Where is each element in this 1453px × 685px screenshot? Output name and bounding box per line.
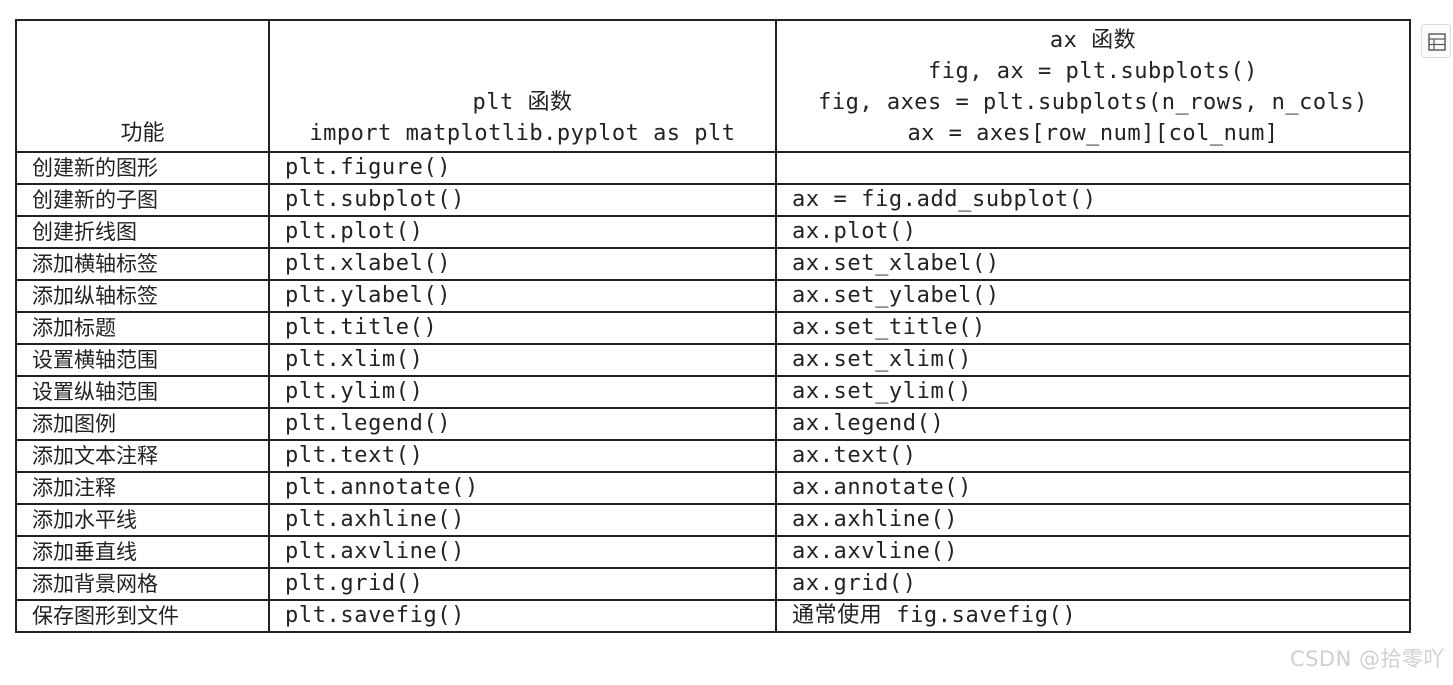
header-ax-line: fig, ax = plt.subplots() bbox=[928, 59, 1258, 84]
header-function: 功能 bbox=[15, 19, 270, 153]
cell-plt: plt.xlim() bbox=[268, 343, 777, 377]
header-ax-line: ax 函数 bbox=[1049, 28, 1137, 53]
table-row: 添加横轴标签 plt.xlabel() ax.set_xlabel() bbox=[15, 247, 1411, 281]
cell-function: 创建新的图形 bbox=[15, 151, 270, 185]
cell-plt: plt.text() bbox=[268, 439, 777, 473]
cell-function: 添加注释 bbox=[15, 471, 270, 505]
table-image-button[interactable] bbox=[1421, 24, 1451, 58]
table-row: 添加注释 plt.annotate() ax.annotate() bbox=[15, 471, 1411, 505]
table-row: 创建折线图 plt.plot() ax.plot() bbox=[15, 215, 1411, 249]
cell-plt: plt.savefig() bbox=[268, 599, 777, 633]
cell-plt: plt.annotate() bbox=[268, 471, 777, 505]
cell-function: 添加横轴标签 bbox=[15, 247, 270, 281]
cell-ax: ax.axvline() bbox=[775, 535, 1411, 569]
table-row: 添加标题 plt.title() ax.set_title() bbox=[15, 311, 1411, 345]
header-plt-line: plt 函数 bbox=[472, 90, 573, 115]
matplotlib-function-table: 功能 plt 函数 import matplotlib.pyplot as pl… bbox=[15, 19, 1411, 633]
header-ax: ax 函数 fig, ax = plt.subplots() fig, axes… bbox=[775, 19, 1411, 153]
cell-function: 添加标题 bbox=[15, 311, 270, 345]
cell-plt: plt.xlabel() bbox=[268, 247, 777, 281]
cell-function: 添加纵轴标签 bbox=[15, 279, 270, 313]
table-row: 添加文本注释 plt.text() ax.text() bbox=[15, 439, 1411, 473]
cell-plt: plt.ylim() bbox=[268, 375, 777, 409]
table-header-row: 功能 plt 函数 import matplotlib.pyplot as pl… bbox=[15, 19, 1411, 153]
header-plt: plt 函数 import matplotlib.pyplot as plt bbox=[268, 19, 777, 153]
table-row: 添加水平线 plt.axhline() ax.axhline() bbox=[15, 503, 1411, 537]
cell-function: 设置横轴范围 bbox=[15, 343, 270, 377]
table-row: 创建新的图形 plt.figure() bbox=[15, 151, 1411, 185]
cell-plt: plt.title() bbox=[268, 311, 777, 345]
cell-ax: ax.set_title() bbox=[775, 311, 1411, 345]
cell-ax: ax.grid() bbox=[775, 567, 1411, 601]
header-ax-line: fig, axes = plt.subplots(n_rows, n_cols) bbox=[818, 90, 1368, 115]
cell-plt: plt.axhline() bbox=[268, 503, 777, 537]
header-ax-line: ax = axes[row_num][col_num] bbox=[907, 121, 1279, 146]
cell-function: 添加水平线 bbox=[15, 503, 270, 537]
cell-plt: plt.figure() bbox=[268, 151, 777, 185]
cell-function: 添加垂直线 bbox=[15, 535, 270, 569]
cell-ax bbox=[775, 151, 1411, 185]
table-row: 添加图例 plt.legend() ax.legend() bbox=[15, 407, 1411, 441]
cell-function: 设置纵轴范围 bbox=[15, 375, 270, 409]
cell-ax: ax.set_xlim() bbox=[775, 343, 1411, 377]
cell-ax: ax.set_ylim() bbox=[775, 375, 1411, 409]
cell-plt: plt.legend() bbox=[268, 407, 777, 441]
cell-function: 添加图例 bbox=[15, 407, 270, 441]
cell-function: 添加文本注释 bbox=[15, 439, 270, 473]
cell-ax: ax.annotate() bbox=[775, 471, 1411, 505]
header-plt-line: import matplotlib.pyplot as plt bbox=[309, 121, 736, 146]
cell-ax: ax.set_ylabel() bbox=[775, 279, 1411, 313]
table-row: 添加垂直线 plt.axvline() ax.axvline() bbox=[15, 535, 1411, 569]
cell-function: 添加背景网格 bbox=[15, 567, 270, 601]
cell-plt: plt.grid() bbox=[268, 567, 777, 601]
cell-ax: ax.text() bbox=[775, 439, 1411, 473]
cell-plt: plt.plot() bbox=[268, 215, 777, 249]
cell-plt: plt.subplot() bbox=[268, 183, 777, 217]
cell-plt: plt.ylabel() bbox=[268, 279, 777, 313]
cell-function: 创建新的子图 bbox=[15, 183, 270, 217]
cell-ax: ax.set_xlabel() bbox=[775, 247, 1411, 281]
cell-function: 创建折线图 bbox=[15, 215, 270, 249]
cell-ax: ax.plot() bbox=[775, 215, 1411, 249]
cell-ax: ax = fig.add_subplot() bbox=[775, 183, 1411, 217]
table-row: 添加纵轴标签 plt.ylabel() ax.set_ylabel() bbox=[15, 279, 1411, 313]
cell-function: 保存图形到文件 bbox=[15, 599, 270, 633]
cell-plt: plt.axvline() bbox=[268, 535, 777, 569]
table-row: 设置纵轴范围 plt.ylim() ax.set_ylim() bbox=[15, 375, 1411, 409]
table-row: 设置横轴范围 plt.xlim() ax.set_xlim() bbox=[15, 343, 1411, 377]
cell-ax: 通常使用 fig.savefig() bbox=[775, 599, 1411, 633]
cell-ax: ax.legend() bbox=[775, 407, 1411, 441]
table-row: 保存图形到文件 plt.savefig() 通常使用 fig.savefig() bbox=[15, 599, 1411, 633]
table-row: 添加背景网格 plt.grid() ax.grid() bbox=[15, 567, 1411, 601]
table-row: 创建新的子图 plt.subplot() ax = fig.add_subplo… bbox=[15, 183, 1411, 217]
cell-ax: ax.axhline() bbox=[775, 503, 1411, 537]
csdn-watermark: CSDN @拾零吖 bbox=[1289, 647, 1445, 671]
